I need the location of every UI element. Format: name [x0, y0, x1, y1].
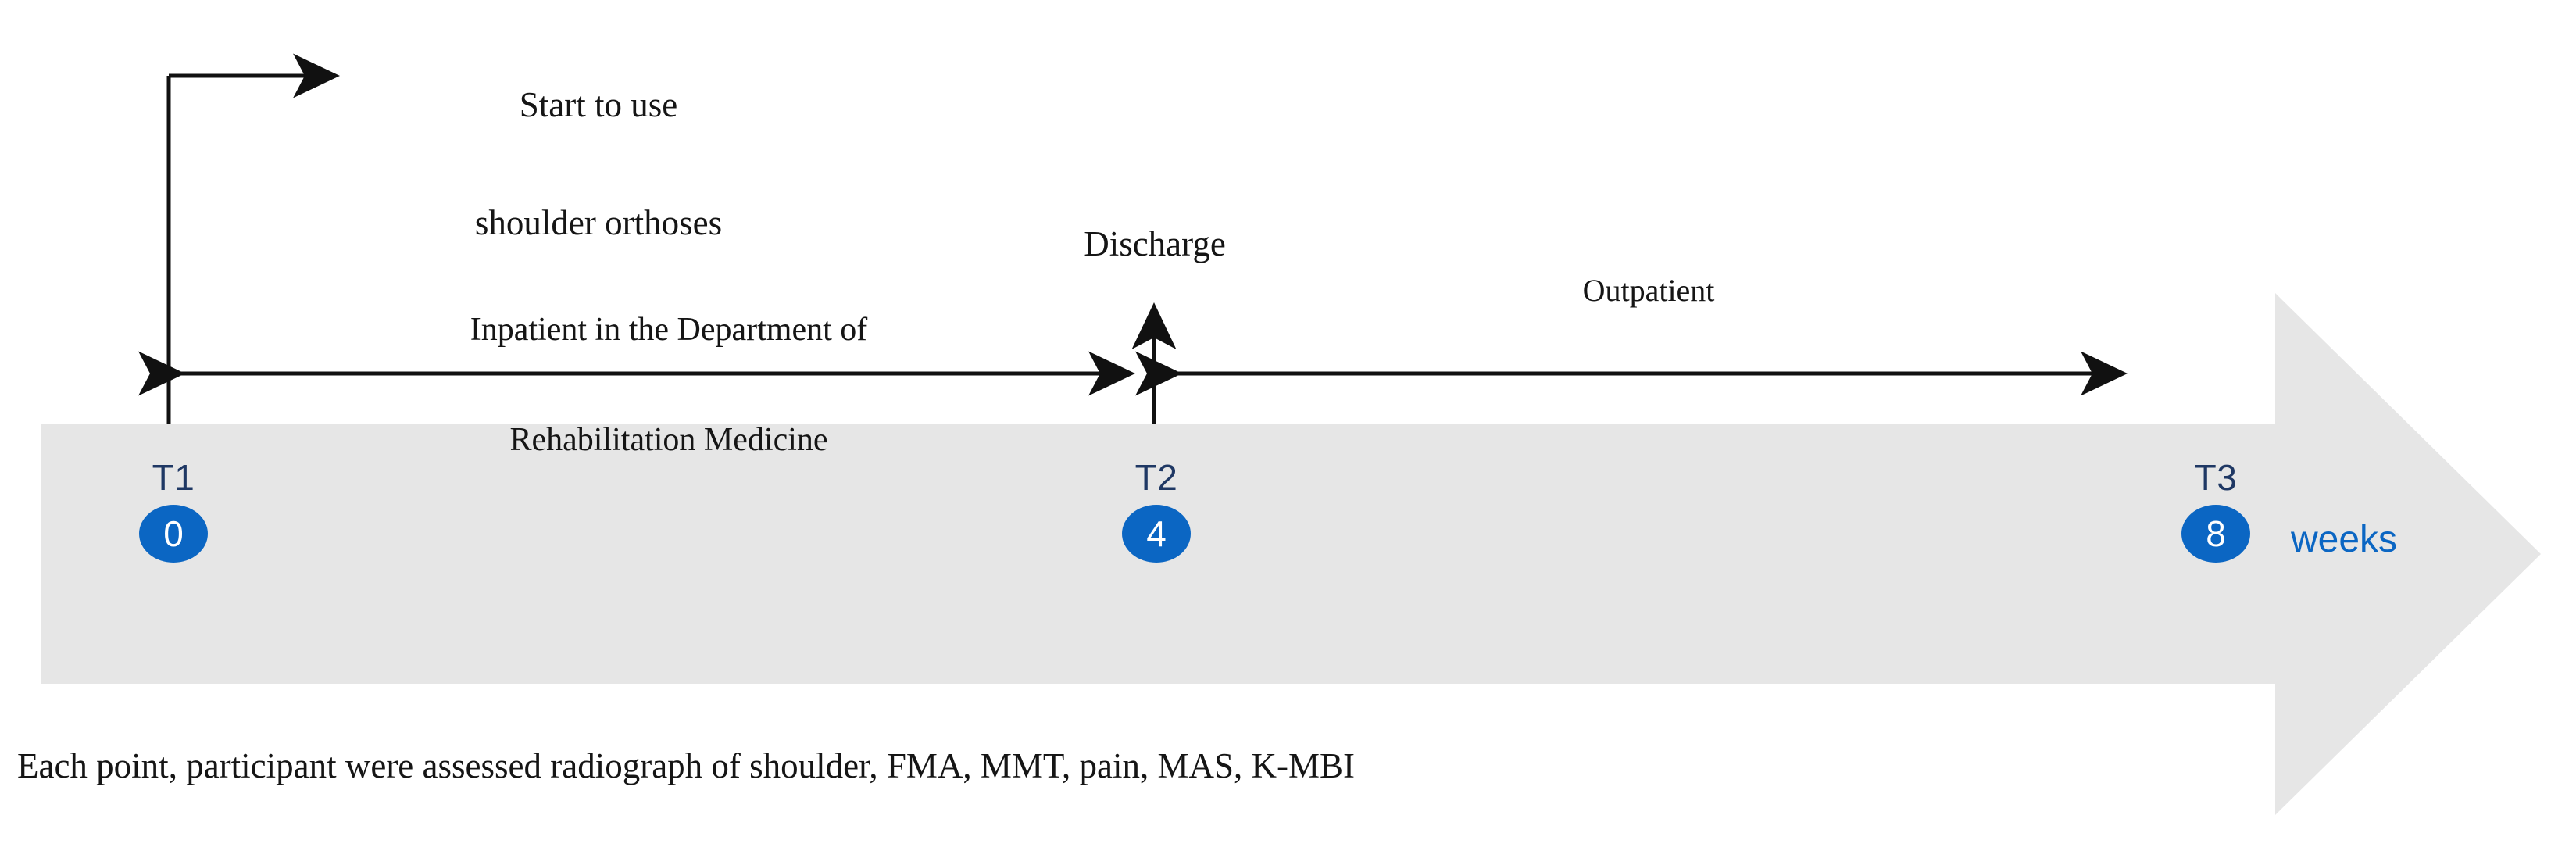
- timepoint-label-t3: T3: [2194, 457, 2238, 498]
- discharge-label: Discharge: [1084, 224, 1226, 263]
- timepoint-marker-t3[interactable]: T3 8: [2099, 459, 2333, 563]
- timeline-band-arrow: [41, 293, 2541, 815]
- timepoint-marker-t1[interactable]: T1 0: [56, 459, 291, 563]
- inpatient-line-1: Inpatient in the Department of: [470, 312, 868, 349]
- timepoint-label-t2: T2: [1134, 457, 1178, 498]
- axis-unit-label: weeks: [2291, 519, 2398, 560]
- orthoses-callout-label: Start to use shoulder orthoses: [475, 6, 722, 321]
- orthoses-line-2: shoulder orthoses: [474, 202, 723, 242]
- timepoint-value-bubble-t1: 0: [139, 505, 208, 563]
- timepoint-marker-t2[interactable]: T2 4: [1039, 459, 1274, 563]
- timepoint-value-bubble-t3: 8: [2181, 505, 2250, 563]
- outpatient-phase-label: Outpatient: [1582, 273, 1715, 308]
- assessment-caption: Each point, participant were assessed ra…: [17, 746, 1356, 785]
- timepoint-label-t1: T1: [152, 457, 195, 498]
- inpatient-phase-label: Inpatient in the Department of Rehabilit…: [470, 238, 868, 532]
- timepoint-value-bubble-t2: 4: [1122, 505, 1191, 563]
- orthoses-line-1: Start to use: [519, 84, 678, 124]
- inpatient-line-2: Rehabilitation Medicine: [509, 422, 828, 459]
